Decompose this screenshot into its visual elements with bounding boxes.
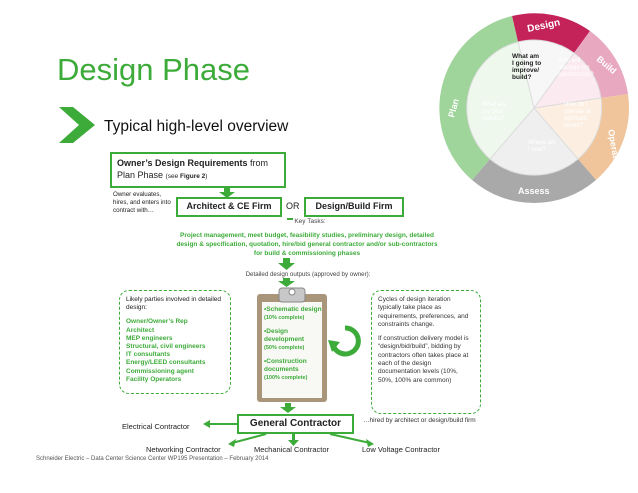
list-item: •Construction documents (100% complete): [264, 358, 326, 382]
hired-by-note: …hired by architect or design/build firm: [363, 417, 476, 424]
clipboard-item-label: •Design development: [264, 328, 305, 343]
wheel-segment-assess: [472, 159, 596, 204]
clipboard-item-label: •Schematic design: [264, 306, 322, 313]
clipboard-icon: [257, 287, 327, 402]
clipboard-item-label: •Construction documents: [264, 358, 307, 373]
design-cycles-box: Cycles of design iteration typically tak…: [371, 290, 481, 414]
architect-box: Architect & CE Firm: [176, 197, 282, 217]
owner-requirements-label: Owner’s Design Requirements: [117, 158, 248, 168]
ref-figure: Figure 2: [180, 173, 206, 180]
chevron-right-icon: [59, 107, 95, 143]
electrical-contractor: Electrical Contractor: [122, 422, 190, 431]
design-build-box: Design/Build Firm: [304, 197, 404, 217]
list-item: Architect: [126, 326, 155, 334]
clipboard-items: •Schematic design (10% complete) •Design…: [264, 306, 326, 388]
wheel-segment-operate: [578, 94, 630, 180]
cycles-paragraph-1: Cycles of design iteration typically tak…: [378, 296, 469, 328]
mechanical-contractor: Mechanical Contractor: [254, 445, 330, 454]
list-item: •Schematic design (10% complete): [264, 306, 326, 322]
svg-text:Where amI now?: Where amI now?: [528, 140, 556, 153]
list-item: Commissioning agent: [126, 367, 194, 375]
clipboard-item-note: (100% complete): [264, 375, 308, 381]
owner-requirements-box: Owner’s Design Requirements from Plan Ph…: [110, 152, 286, 188]
page-title: Design Phase: [57, 52, 251, 87]
ref-suffix: ): [205, 173, 208, 180]
or-label: OR: [286, 201, 300, 211]
footer-text: Schneider Electric – Data Center Science…: [36, 456, 269, 462]
list-item: MEP engineers: [126, 334, 173, 342]
wheel-segment-build: [574, 31, 628, 98]
list-item: Facility Operators: [126, 375, 182, 383]
svg-text:Assess: Assess: [518, 186, 550, 196]
page-subtitle: Typical high-level overview: [104, 118, 289, 135]
wheel-segment-design: [512, 13, 590, 53]
outputs-label: Detailed design outputs (approved by own…: [245, 271, 371, 278]
networking-contractor: Networking Contractor: [146, 445, 221, 454]
svg-text:Plan: Plan: [446, 98, 461, 119]
general-contractor-box: General Contractor: [237, 414, 354, 434]
owner-requirements-rest: from Plan Phase: [117, 158, 269, 180]
clipboard-item-note: (50% complete): [264, 345, 305, 351]
list-item: Owner/Owner’s Rep: [126, 318, 188, 326]
low-voltage-contractor: Low Voltage Contractor: [362, 445, 440, 454]
parties-box: Likely parties involved in detailed desi…: [119, 290, 231, 394]
list-item: Structural, civil engineers: [126, 343, 206, 351]
wheel-segment-plan: [439, 16, 518, 180]
owner-evaluates-note: Owner evaluates, hires, and enters into …: [113, 191, 171, 214]
clipboard-item-note: (10% complete): [264, 315, 305, 321]
list-item: IT consultants: [126, 351, 171, 359]
key-tasks-text: Project management, meet budget, feasibi…: [176, 232, 438, 257]
cycle-arrows-icon: [328, 325, 361, 357]
parties-list: Owner/Owner’s Rep Architect MEP engineer…: [126, 318, 224, 384]
parties-intro: Likely parties involved in detailed desi…: [126, 296, 222, 312]
ref-prefix: (see: [165, 173, 180, 180]
cycles-paragraph-2: If construction delivery model is “desig…: [378, 335, 469, 384]
key-tasks-label: Key Tasks:: [294, 218, 326, 225]
list-item: Energy/LEED consultants: [126, 359, 206, 367]
list-item: •Design development (50% complete): [264, 328, 326, 352]
